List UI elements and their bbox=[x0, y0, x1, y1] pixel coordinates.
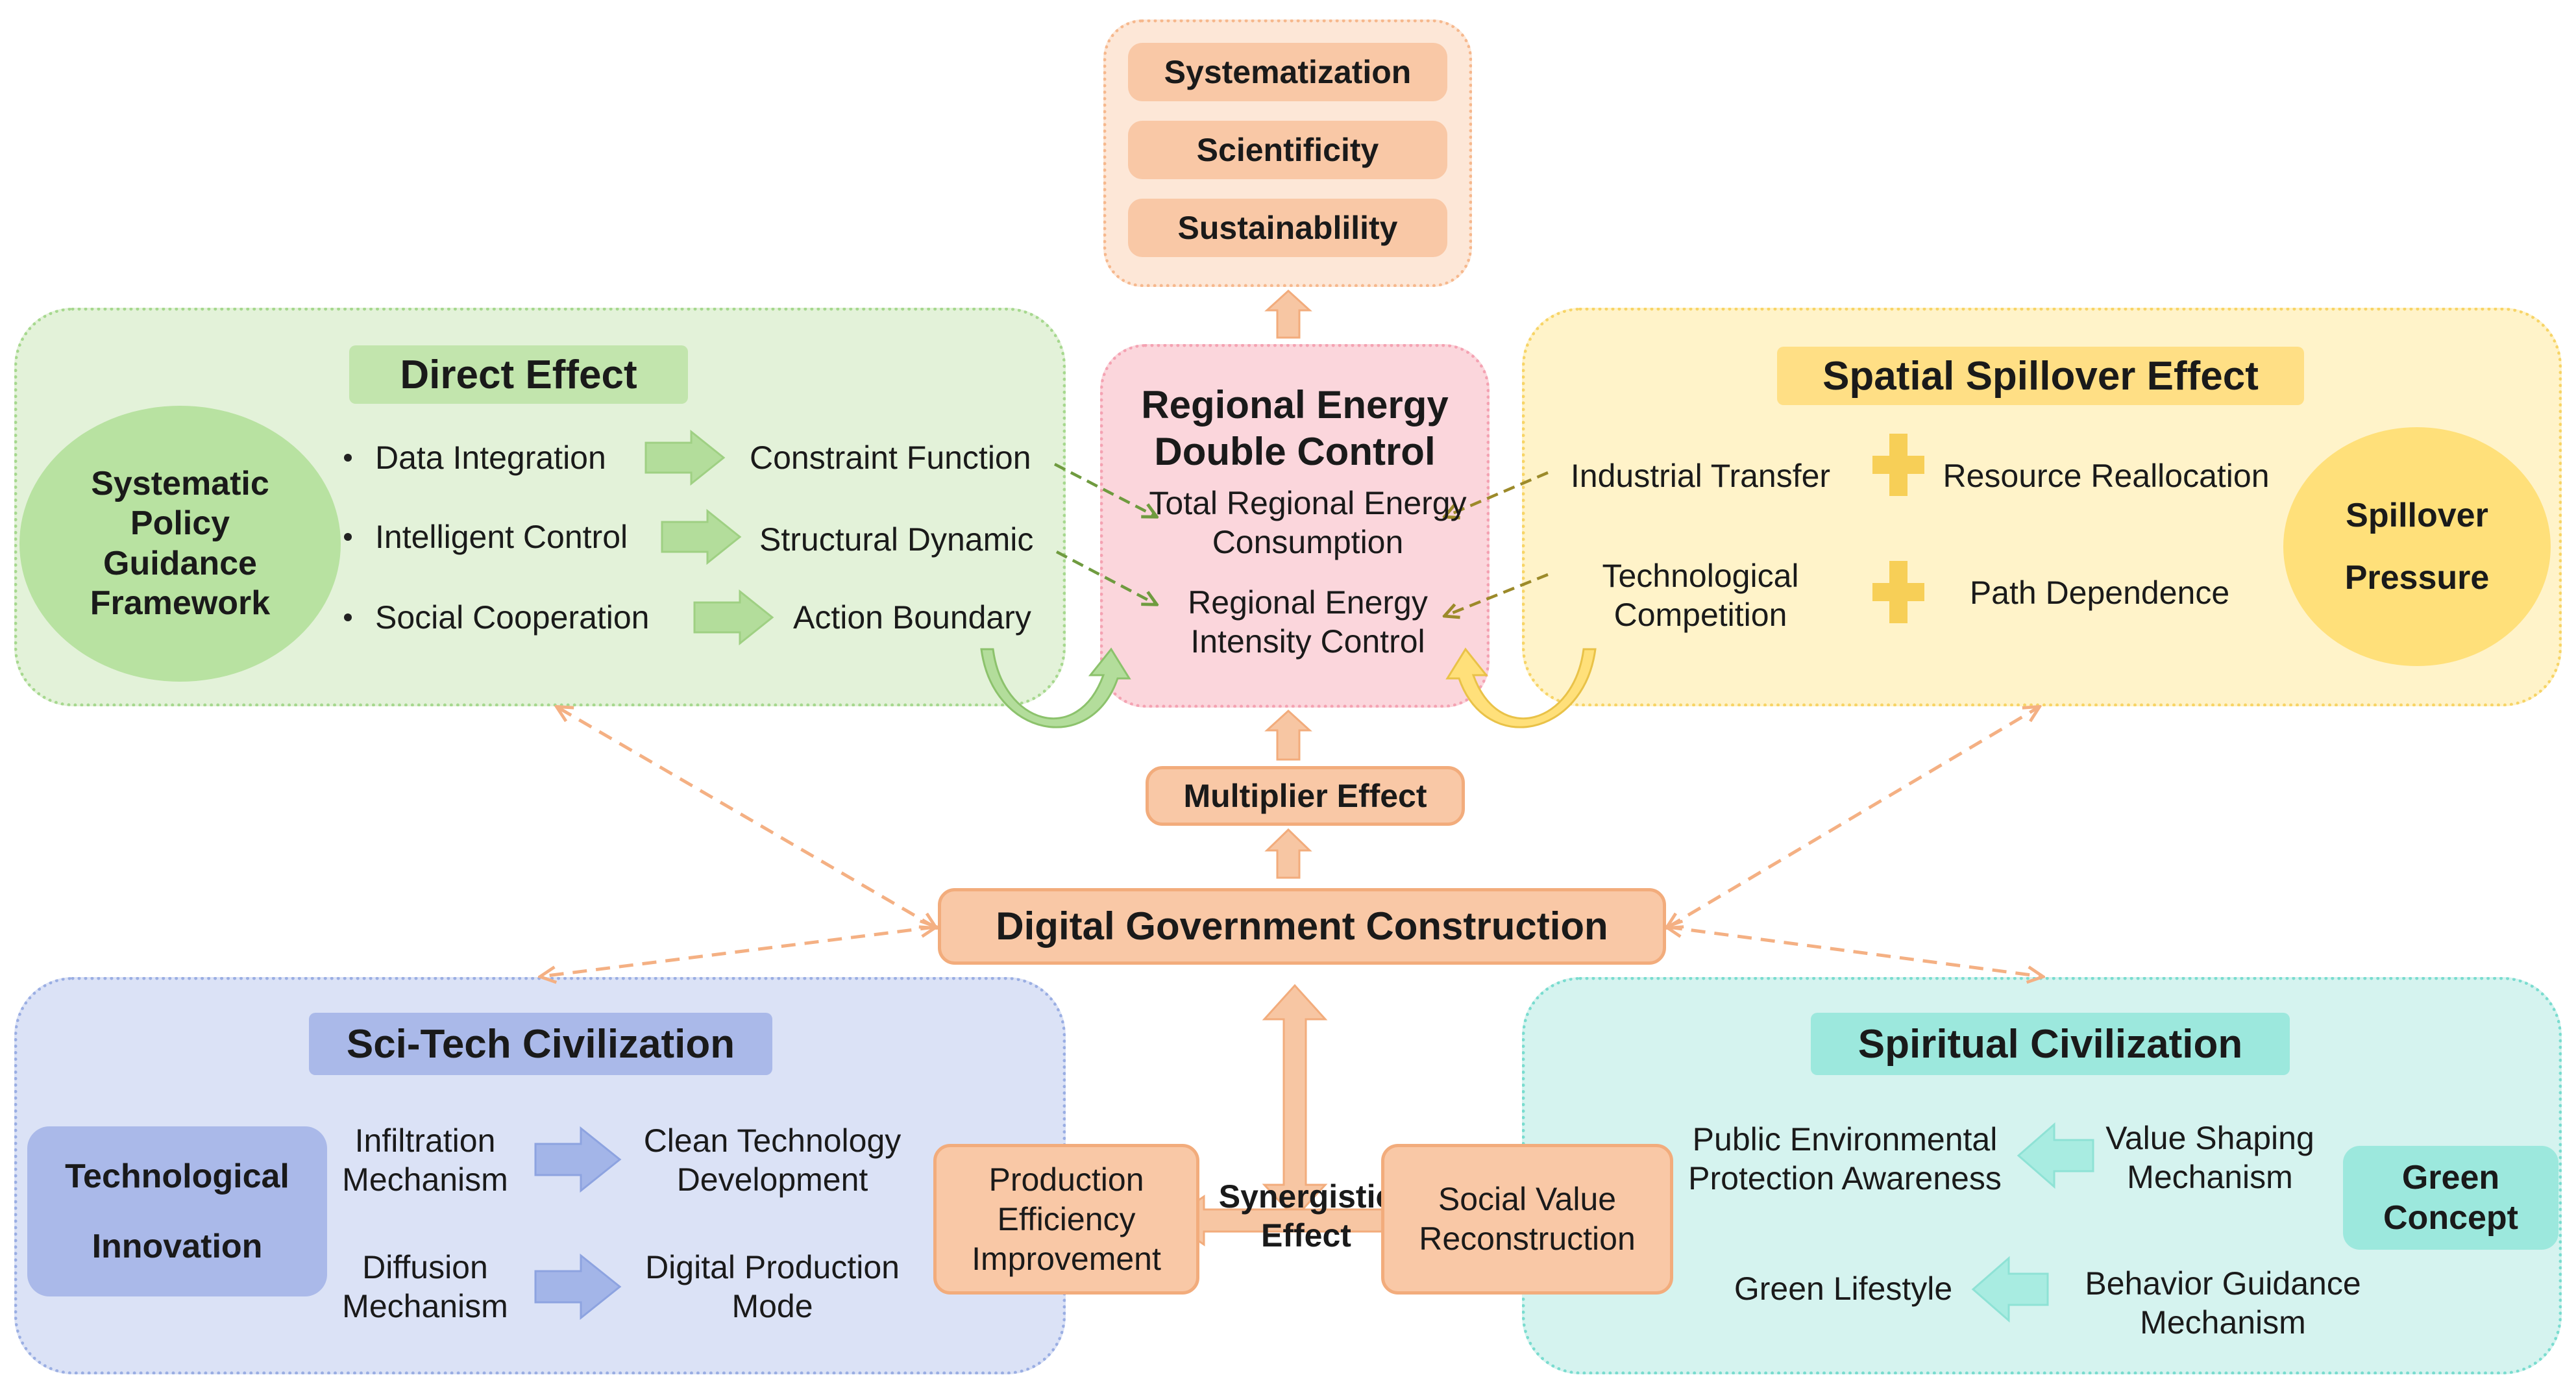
green-arrow-row1 bbox=[644, 429, 726, 486]
innovation-line2: Innovation bbox=[92, 1228, 263, 1265]
connector-to-scitech bbox=[542, 927, 935, 976]
value-shaping-label: Value Shaping Mechanism bbox=[2105, 1120, 2314, 1195]
scitech-title: Sci-Tech Civilization bbox=[309, 1013, 772, 1075]
intelligent-control-label: Intelligent Control bbox=[375, 519, 628, 555]
multiplier-effect-box: Multiplier Effect bbox=[1146, 766, 1465, 826]
connector-to-direct-effect bbox=[558, 708, 935, 927]
green-arrow-row2 bbox=[661, 508, 742, 565]
action-boundary-label: Action Boundary bbox=[793, 599, 1031, 636]
double-control-panel bbox=[1100, 344, 1490, 708]
resource-reallocation-label: Resource Reallocation bbox=[1943, 458, 2270, 494]
connector-to-spillover bbox=[1668, 708, 2038, 927]
teal-arrow-row2 bbox=[1971, 1256, 2049, 1323]
public-awareness-label: Public Environmental Protection Awarenes… bbox=[1688, 1121, 2002, 1196]
green-arrow-row3 bbox=[693, 589, 774, 646]
social-value-box: Social Value Reconstruction bbox=[1381, 1144, 1673, 1295]
arrow-multiplier-to-center bbox=[1264, 709, 1312, 761]
dashed-connectors bbox=[542, 708, 2041, 976]
green-curved-arrow bbox=[980, 647, 1131, 728]
structural-dynamic-label: Structural Dynamic bbox=[759, 521, 1034, 558]
diffusion-mechanism-label: Diffusion Mechanism bbox=[342, 1249, 508, 1324]
social-cooperation-label: Social Cooperation bbox=[375, 599, 650, 636]
spillover-pressure-line2: Pressure bbox=[2344, 559, 2490, 597]
intensity-control-label: Regional Energy Intensity Control bbox=[1188, 584, 1428, 660]
principle-sustainability: Sustainablility bbox=[1128, 199, 1447, 257]
spillover-pressure-circle: Spillover Pressure bbox=[2283, 427, 2551, 666]
principle-systematization: Systematization bbox=[1128, 43, 1447, 101]
arrow-construction-to-multiplier bbox=[1264, 828, 1312, 879]
production-efficiency-box: Production Efficiency Improvement bbox=[933, 1144, 1199, 1295]
innovation-line1: Technological bbox=[65, 1158, 289, 1195]
digital-government-construction-box: Digital Government Construction bbox=[938, 888, 1666, 965]
arrow-to-principles bbox=[1264, 289, 1312, 339]
bullet-row1 bbox=[344, 454, 352, 462]
data-integration-label: Data Integration bbox=[375, 440, 606, 476]
digital-production-label: Digital Production Mode bbox=[645, 1249, 900, 1324]
synergistic-effect-label: Synergistic Effect bbox=[1218, 1178, 1394, 1254]
direct-effect-title: Direct Effect bbox=[349, 345, 688, 404]
technological-innovation-box: Technological Innovation bbox=[27, 1126, 327, 1296]
blue-arrow-row1 bbox=[534, 1126, 622, 1193]
spillover-pressure-line1: Spillover bbox=[2346, 497, 2488, 534]
double-control-title: Regional Energy Double Control bbox=[1141, 383, 1449, 473]
teal-arrow-row1 bbox=[2017, 1122, 2094, 1189]
dashed-arrow-constraint-to-consumption bbox=[1053, 463, 1155, 516]
bullet-row2 bbox=[344, 533, 352, 541]
plus-sign-row1 bbox=[1872, 434, 1924, 496]
dashed-arrow-structural-to-intensity bbox=[1055, 551, 1155, 604]
principle-scientificity: Scientificity bbox=[1128, 121, 1447, 179]
clean-technology-label: Clean Technology Development bbox=[643, 1122, 902, 1198]
bullet-row3 bbox=[344, 613, 352, 621]
infiltration-mechanism-label: Infiltration Mechanism bbox=[342, 1122, 508, 1198]
green-lifestyle-label: Green Lifestyle bbox=[1734, 1270, 1953, 1307]
dashed-arrow-competition-to-intensity bbox=[1446, 573, 1549, 615]
green-concept-box: Green Concept bbox=[2343, 1146, 2558, 1250]
connector-to-spiritual bbox=[1668, 927, 2041, 976]
plus-sign-row2 bbox=[1872, 561, 1924, 623]
dashed-arrow-industrial-to-consumption bbox=[1446, 471, 1549, 516]
behavior-guidance-label: Behavior Guidance Mechanism bbox=[2085, 1265, 2361, 1341]
technological-competition-label: Technological Competition bbox=[1602, 558, 1799, 633]
policy-framework-circle: Systematic Policy Guidance Framework bbox=[19, 406, 341, 682]
spiritual-title: Spiritual Civilization bbox=[1811, 1013, 2290, 1075]
double-arrow-vertical bbox=[1262, 984, 1328, 1220]
industrial-transfer-label: Industrial Transfer bbox=[1570, 458, 1831, 494]
yellow-curved-arrow bbox=[1445, 647, 1597, 728]
blue-arrow-row2 bbox=[534, 1253, 622, 1320]
path-dependence-label: Path Dependence bbox=[1969, 575, 2230, 611]
spatial-spillover-title: Spatial Spillover Effect bbox=[1777, 347, 2304, 405]
total-consumption-label: Total Regional Energy Consumption bbox=[1149, 485, 1467, 560]
constraint-function-label: Constraint Function bbox=[750, 440, 1031, 476]
